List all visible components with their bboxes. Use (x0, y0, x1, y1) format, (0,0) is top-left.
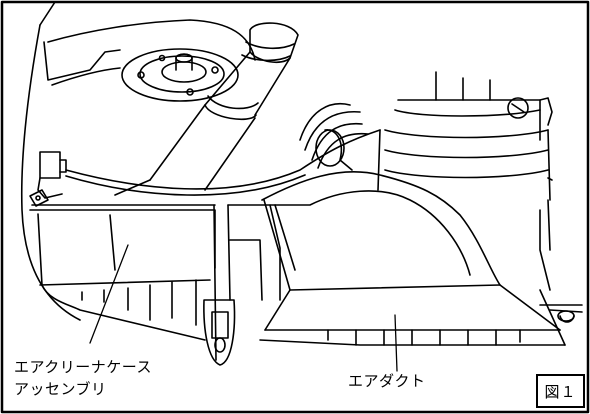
figure-number-box: 図１ (536, 374, 585, 408)
leader-lines (89, 244, 398, 372)
intake-tube (114, 22, 299, 196)
leader-line-airduct (394, 314, 398, 372)
air-cleaner-case (29, 204, 281, 366)
air-duct (259, 171, 583, 346)
fender-wall (20, 1, 81, 321)
label-air-cleaner-case-line2: アッセンブリ (14, 380, 107, 398)
cylinder-unit (377, 71, 553, 201)
label-air-duct: エアダクト (348, 372, 426, 390)
strut-tower (43, 19, 256, 102)
leader-line-aircleaner (89, 244, 129, 344)
label-air-cleaner-case-line1: エアクリーナケース (14, 358, 153, 376)
sensor-connector (29, 129, 381, 207)
wire-harness (299, 103, 369, 171)
figure-number: 図１ (544, 382, 577, 401)
